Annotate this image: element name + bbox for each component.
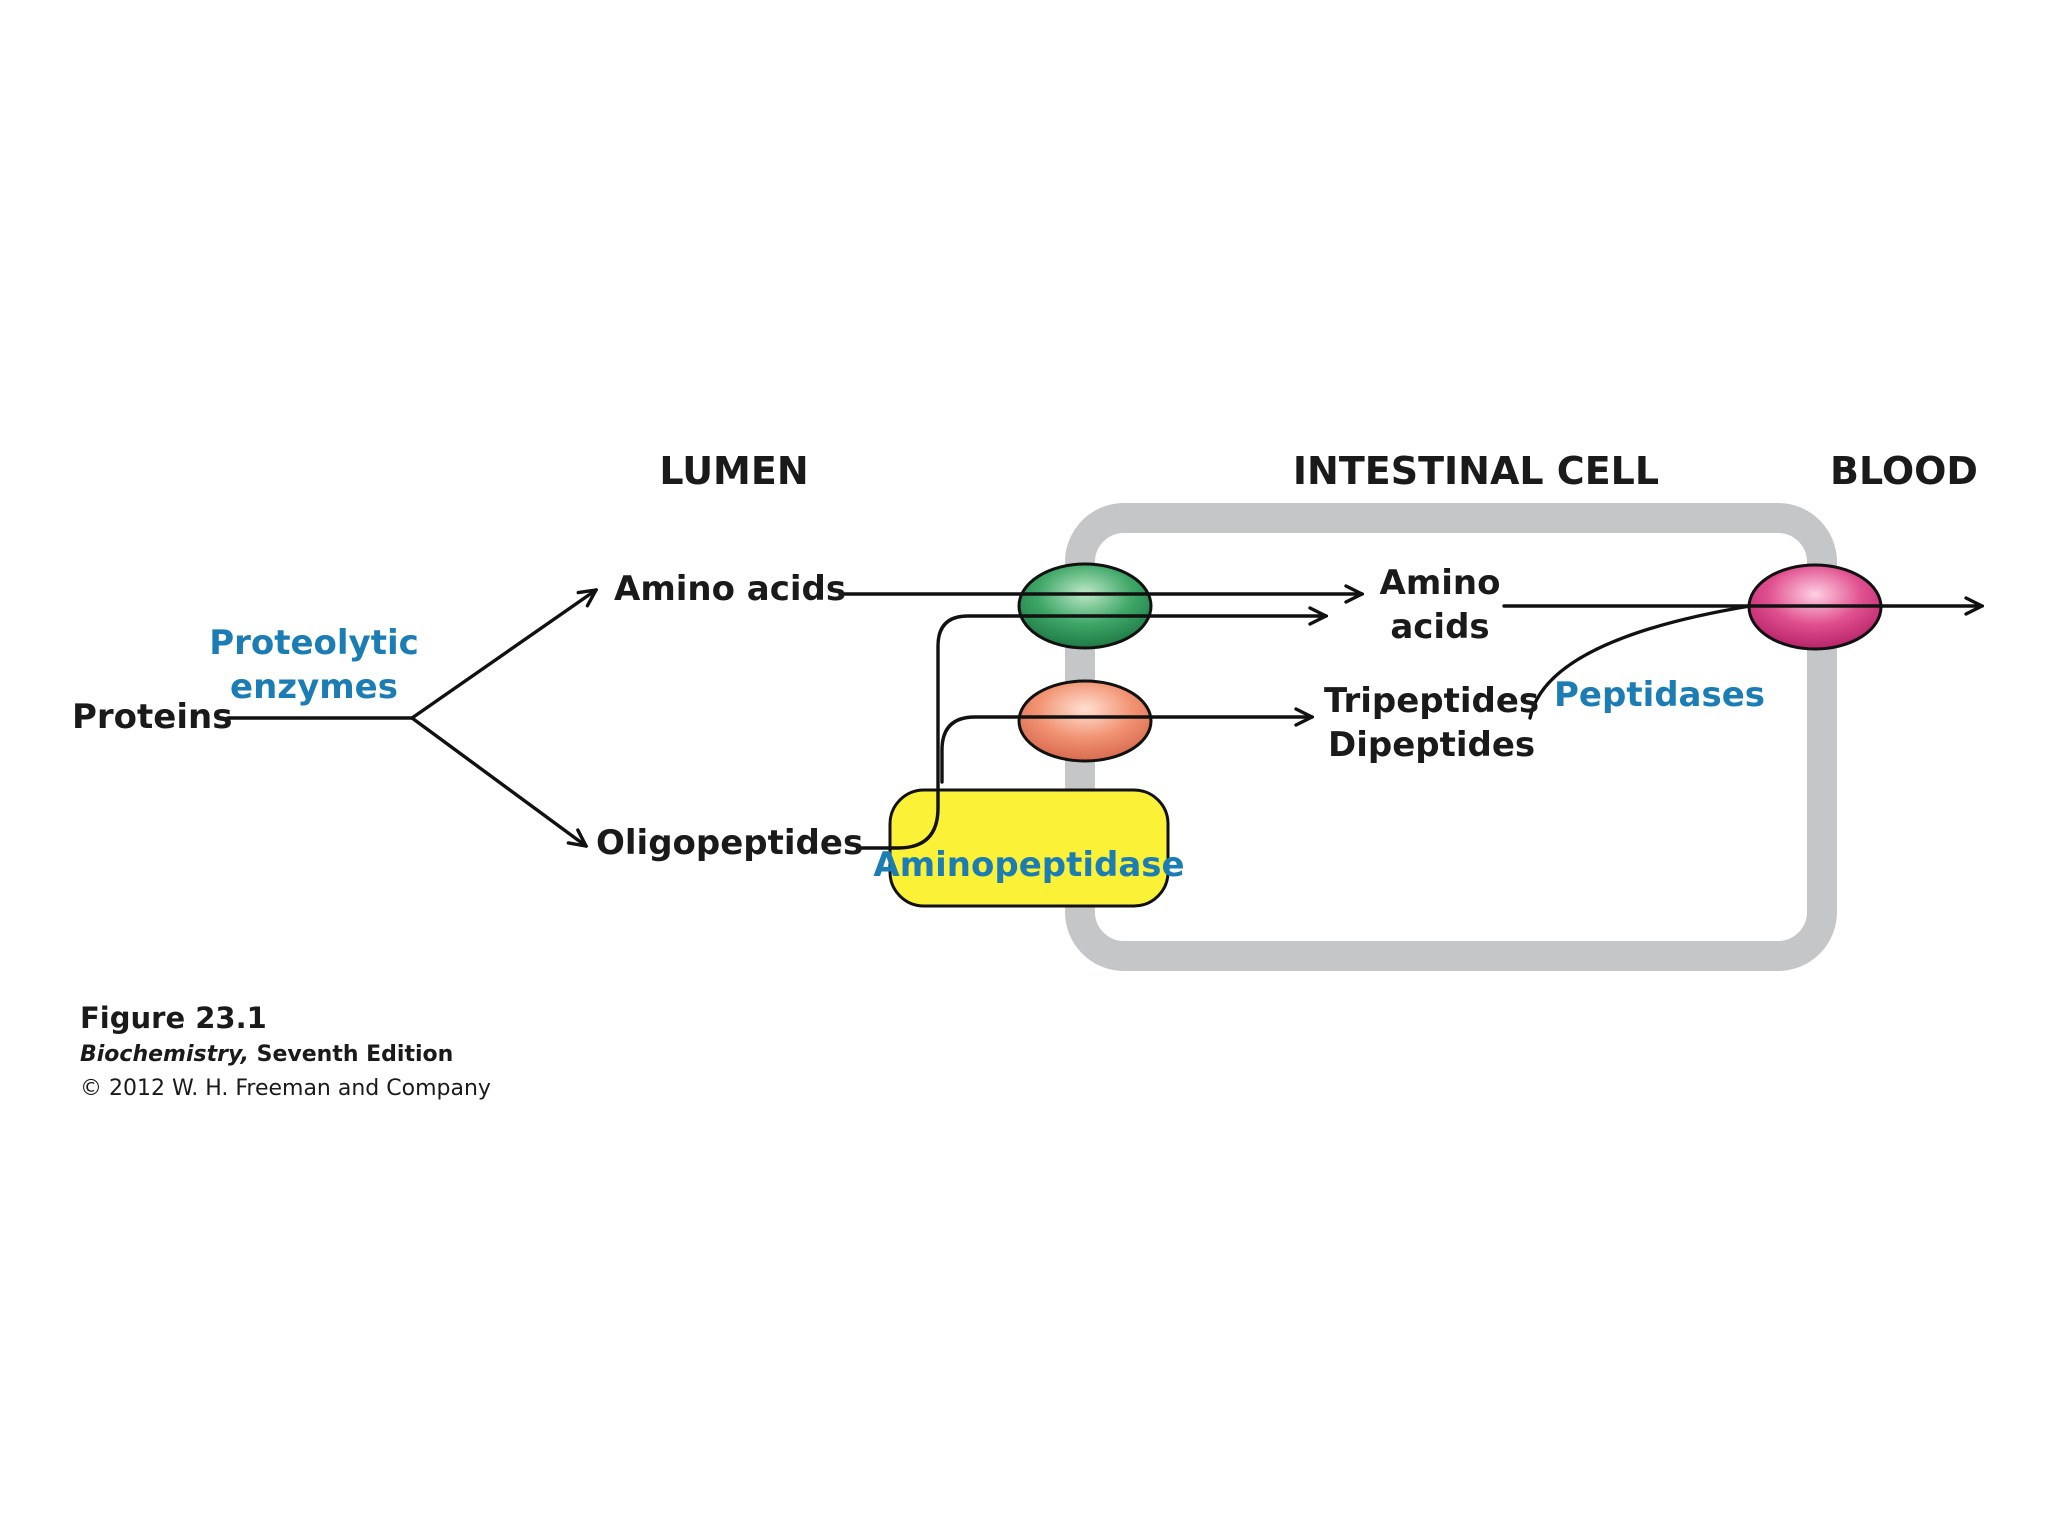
label-proteins: Proteins [72,697,232,737]
label-proteolytic-2: enzymes [230,667,398,707]
label-amino-acids-cell-1: Amino [1380,563,1501,603]
region-lumen: LUMEN [659,449,808,493]
label-amino-acids-cell-2: acids [1390,607,1489,647]
figure-caption: Figure 23.1 Biochemistry, Seventh Editio… [80,998,491,1106]
caption-book: Biochemistry, Seventh Edition [80,1038,491,1072]
peptidase-curve [1528,604,1752,720]
arrow-to-amino-acids [410,590,596,720]
arrow-to-oligopeptides [410,716,586,846]
amino-acid-transporter [1017,562,1153,650]
region-blood: BLOOD [1830,449,1978,493]
label-dipeptides: Dipeptides [1328,725,1535,765]
label-tripeptides: Tripeptides [1324,681,1539,721]
peptide-transporter [1017,679,1153,763]
caption-figure-number: Figure 23.1 [80,1001,267,1035]
caption-book-edition: Seventh Edition [248,1042,454,1067]
label-oligopeptides: Oligopeptides [596,823,863,863]
arrow-to-tripeptides [940,717,1312,784]
region-intestinal-cell: INTESTINAL CELL [1293,449,1659,493]
label-amino-acids-lumen: Amino acids [614,569,846,609]
label-peptidases: Peptidases [1554,675,1765,715]
label-proteolytic-1: Proteolytic [209,623,419,663]
arrow-aminopeptidase-to-amino-acids [856,616,1326,850]
label-aminopeptidase: Aminopeptidase [873,845,1184,885]
caption-copyright: © 2012 W. H. Freeman and Company [80,1076,491,1101]
caption-book-title: Biochemistry, [80,1042,249,1067]
